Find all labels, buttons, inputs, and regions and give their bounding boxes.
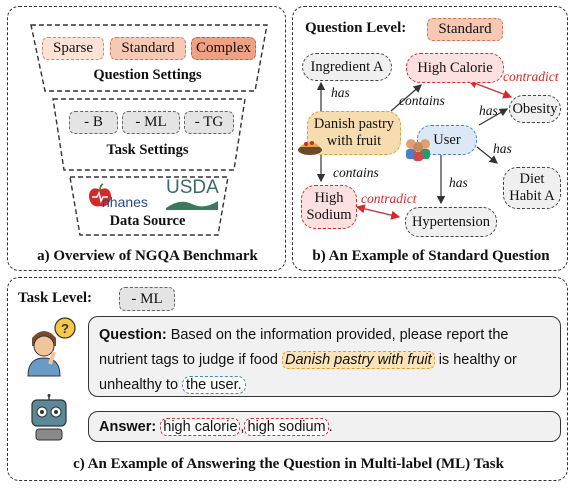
question-text-4: unhealthy to bbox=[99, 377, 183, 393]
user-highlight: the user. bbox=[182, 376, 246, 394]
users-group-icon bbox=[406, 139, 430, 161]
pastry-icon bbox=[298, 141, 322, 155]
panel-a-caption: a) Overview of NGQA Benchmark bbox=[37, 248, 258, 264]
task-level-label: Task Level: bbox=[18, 290, 93, 306]
robot-icon bbox=[31, 394, 67, 441]
edge-label-has-diet: has bbox=[493, 141, 512, 156]
usda-hills-icon bbox=[166, 201, 218, 210]
edge-label-contradict-bottom: contradict bbox=[361, 191, 417, 206]
question-box: Question: Based on the information provi… bbox=[88, 316, 561, 397]
question-label: Question: bbox=[99, 327, 167, 343]
chip-multilabel: - ML bbox=[122, 111, 180, 134]
answer-label: Answer: bbox=[99, 419, 157, 435]
edge-label-has-hypertension: has bbox=[449, 175, 468, 190]
panel-b-caption: b) An Example of Standard Question bbox=[312, 248, 550, 264]
panel-c-caption: c) An Example of Answering the Question … bbox=[73, 456, 504, 472]
person-thinking-icon: ? bbox=[27, 317, 76, 377]
funnel-diagram bbox=[30, 24, 268, 236]
task-settings-label: Task Settings bbox=[106, 142, 189, 158]
question-text-3: is healthy or bbox=[434, 352, 517, 368]
nhanes-logo: nhanes bbox=[84, 181, 164, 217]
apple-icon bbox=[89, 183, 111, 207]
question-level-label: Question Level: bbox=[305, 20, 407, 36]
graph-edges bbox=[316, 79, 513, 220]
nhanes-text: nhanes bbox=[102, 194, 148, 210]
chip-textgen: - TG bbox=[184, 111, 234, 134]
question-settings-label: Question Settings bbox=[93, 67, 202, 83]
edge-label-contains-sodium: contains bbox=[333, 165, 379, 180]
edge-label-contains-calorie: contains bbox=[399, 93, 445, 108]
task-level-value: - ML bbox=[119, 287, 175, 311]
node-hypertension: Hypertension bbox=[405, 207, 497, 237]
node-obesity: Obesity bbox=[509, 95, 561, 123]
edge-label-has-ingredient: has bbox=[331, 85, 350, 100]
answer-tag-high-calorie: high calorie bbox=[160, 418, 241, 436]
answer-box: Answer: high calorie,high sodium. bbox=[88, 411, 561, 442]
food-highlight: Danish pastry with fruit bbox=[282, 351, 435, 369]
chip-standard: Standard bbox=[110, 37, 186, 60]
data-source-label: Data Source bbox=[109, 213, 186, 229]
node-ingredient-a: Ingredient A bbox=[302, 53, 392, 81]
answer-tag-high-sodium: high sodium bbox=[244, 418, 329, 436]
chip-binary: - B bbox=[69, 111, 118, 134]
question-text-1: Based on the information provided, pleas… bbox=[166, 327, 509, 343]
node-high-calorie: High Calorie bbox=[406, 53, 504, 83]
svg-text:?: ? bbox=[61, 321, 69, 336]
edge-label-has-obesity: has bbox=[479, 103, 498, 118]
panel-answering-example: Task Level: - ML ? Question: Based on th… bbox=[7, 277, 568, 481]
question-text-2: nutrient tags to judge if food bbox=[99, 352, 282, 368]
chip-sparse: Sparse bbox=[42, 37, 104, 60]
question-level-value: Standard bbox=[427, 18, 503, 41]
chip-complex: Complex bbox=[191, 37, 256, 60]
panel-standard-question: Question Level: Standard Ingredient A Hi… bbox=[292, 6, 568, 271]
edge-label-contradict-top: contradict bbox=[503, 69, 559, 84]
usda-text: USDA bbox=[166, 177, 219, 198]
panel-overview: Sparse Standard Complex Question Setting… bbox=[7, 6, 286, 271]
usda-logo: USDA bbox=[164, 177, 220, 210]
